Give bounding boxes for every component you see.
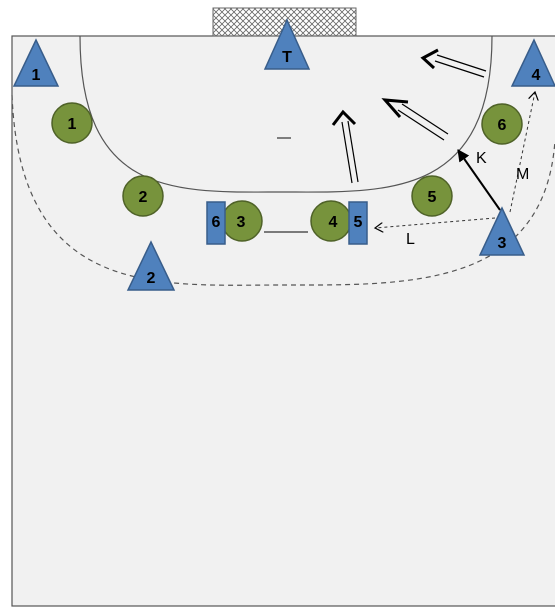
defender-label-3: 3 [237, 214, 246, 231]
defender-circle-1: 1 [51, 102, 93, 144]
blocker-6: 6 [206, 201, 226, 245]
blocker-5: 5 [348, 201, 368, 245]
movement-arrows [331, 48, 487, 184]
pass-arrow-m [509, 92, 535, 213]
defender-circle-2: 2 [122, 175, 164, 217]
attacker-label-3: 3 [498, 235, 507, 252]
label-k: K [476, 150, 487, 167]
blocker-label-6: 6 [212, 214, 221, 231]
blocker-label-5: 5 [354, 214, 363, 231]
attacker-triangle-2: 2 [126, 240, 176, 291]
defender-label-1: 1 [68, 116, 77, 133]
move-arrow-2 [381, 98, 449, 141]
defender-label-6: 6 [498, 117, 507, 134]
label-l: L [406, 231, 415, 248]
pass-arrow-l [375, 217, 496, 228]
label-m: M [516, 166, 529, 183]
defender-label-4: 4 [329, 214, 338, 231]
defender-label-2: 2 [139, 189, 148, 206]
goalkeeper-triangle: T [263, 18, 311, 70]
run-arrow-k [457, 149, 501, 211]
defender-label-5: 5 [428, 189, 437, 206]
defender-circle-5: 5 [411, 175, 453, 217]
goal-area-line [79, 35, 493, 193]
attacker-triangle-3: 3 [478, 206, 526, 256]
attacker-triangle-4: 4 [510, 38, 555, 87]
move-arrow-3 [420, 48, 487, 78]
defender-circle-6: 6 [481, 103, 523, 145]
attacker-label-4: 4 [532, 67, 541, 84]
goalkeeper-label: T [282, 49, 292, 66]
defender-circle-3: 3 [221, 200, 263, 242]
attacker-label-2: 2 [147, 270, 156, 287]
attacker-triangle-1: 1 [12, 38, 60, 87]
court-surface [11, 35, 555, 607]
move-arrow-1 [331, 109, 359, 184]
attacker-label-1: 1 [32, 67, 41, 84]
defender-circle-4: 4 [310, 200, 352, 242]
